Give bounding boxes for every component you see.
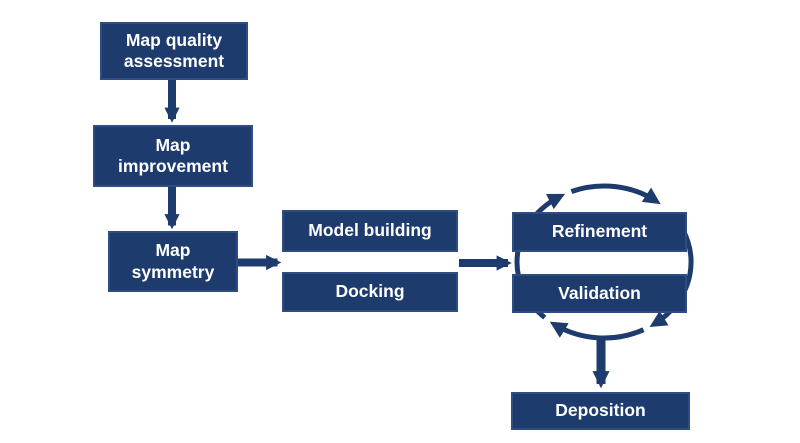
node-map-symmetry: Map symmetry	[108, 231, 238, 292]
node-refinement-label: Refinement	[551, 221, 648, 242]
node-deposition: Deposition	[511, 392, 690, 430]
cycle-arc-top-icon	[570, 183, 661, 205]
node-deposition-label: Deposition	[555, 400, 646, 421]
cycle-arc-bottom-icon	[549, 321, 645, 341]
node-docking: Docking	[282, 272, 458, 312]
node-map-symmetry-label: Map symmetry	[131, 240, 215, 282]
node-docking-label: Docking	[335, 281, 405, 302]
node-map-quality-assessment-label: Map quality assessment	[123, 29, 225, 71]
node-validation: Validation	[512, 274, 687, 313]
node-model-building: Model building	[282, 210, 458, 252]
node-model-building-label: Model building	[308, 220, 432, 241]
node-map-quality-assessment: Map quality assessment	[100, 22, 248, 80]
node-refinement: Refinement	[512, 212, 687, 252]
node-map-improvement: Map improvement	[93, 125, 253, 187]
node-validation-label: Validation	[558, 282, 641, 303]
node-map-improvement-label: Map improvement	[118, 134, 228, 176]
